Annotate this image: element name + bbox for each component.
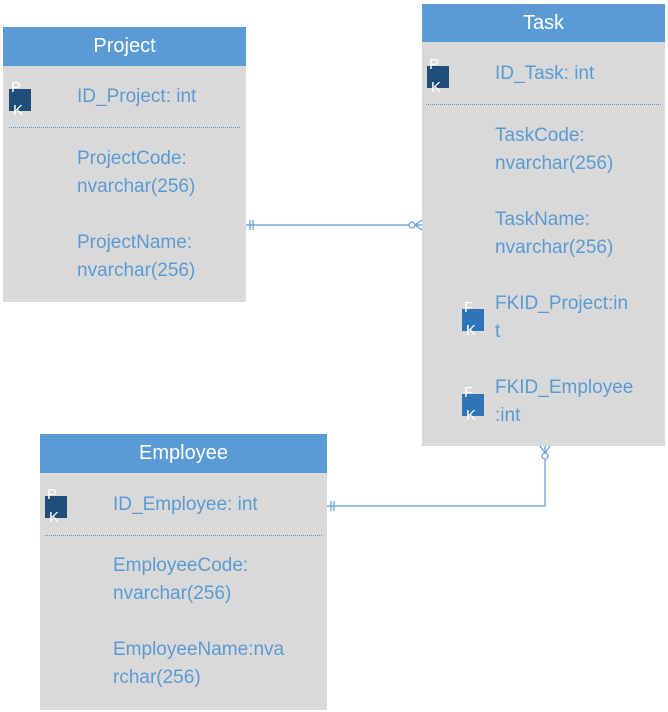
entity-project-title: Project [93, 35, 156, 57]
project-field-code: ProjectCode: nvarchar(256) [77, 148, 196, 197]
employee-field-code: EmployeeCode: nvarchar(256) [113, 555, 249, 604]
entity-employee[interactable]: Employee P K ID_Employee: int EmployeeCo… [40, 434, 327, 710]
primary-key-icon: P K [427, 57, 449, 95]
key-separator [45, 535, 322, 536]
relationship-employee-task [327, 445, 551, 511]
employee-field-name: EmployeeName:nva rchar(256) [113, 639, 285, 688]
task-field-fk-project: FKID_Project:in t [495, 293, 629, 342]
entity-task-header: Task [422, 4, 665, 42]
task-field-name: TaskName: nvarchar(256) [495, 209, 614, 258]
task-field-code: TaskCode: nvarchar(256) [495, 125, 614, 174]
key-separator [9, 127, 240, 128]
entity-project[interactable]: Project P K ID_Project: int ProjectCode:… [3, 27, 246, 302]
foreign-key-icon: F K [462, 385, 484, 423]
entity-task-title: Task [522, 12, 565, 34]
entity-project-header: Project [3, 27, 246, 66]
foreign-key-icon: F K [462, 300, 484, 338]
task-field-id: ID_Task: int [495, 63, 595, 84]
primary-key-icon: P K [9, 80, 31, 118]
primary-key-icon: P K [45, 487, 67, 525]
entity-employee-header: Employee [40, 434, 327, 473]
relationship-project-task [246, 219, 423, 231]
key-separator [426, 104, 661, 105]
task-field-fk-employee: FKID_Employee :int [495, 377, 634, 426]
project-field-id: ID_Project: int [77, 86, 197, 107]
project-field-name: ProjectName: nvarchar(256) [77, 232, 196, 281]
entity-task[interactable]: Task P K ID_Task: int TaskCode: nvarchar… [422, 4, 665, 446]
employee-field-id: ID_Employee: int [113, 494, 258, 515]
entity-employee-title: Employee [139, 442, 228, 464]
